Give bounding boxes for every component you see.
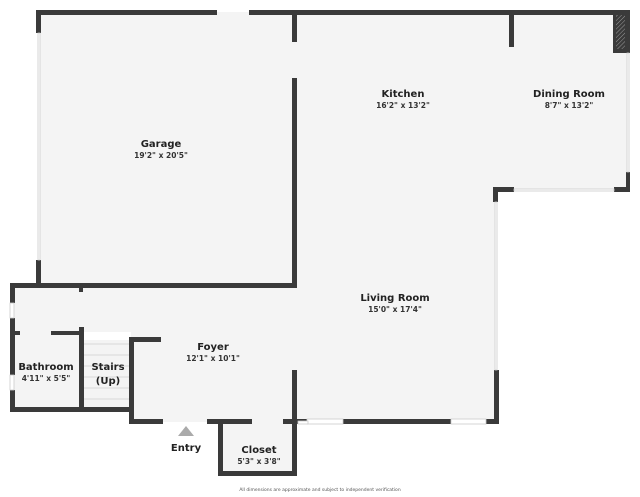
room-label-bathroom: Bathroom 4'11" x 5'5" <box>18 362 73 384</box>
room-name: Closet <box>241 445 277 456</box>
room-name: Stairs <box>91 362 125 373</box>
footer-disclaimer: All dimensions are approximate and subje… <box>239 488 401 493</box>
bathroom-floor <box>11 332 81 410</box>
living-floor <box>294 190 496 422</box>
stair-treads <box>83 343 129 400</box>
garage-floor <box>38 12 294 284</box>
room-dimensions: 12'1" x 10'1" <box>186 354 240 363</box>
entry-arrow-icon <box>178 426 194 436</box>
entry-label: Entry <box>170 443 202 454</box>
stairs-direction: (Up) <box>95 376 121 387</box>
windows <box>9 32 630 425</box>
room-label-foyer: Foyer 12'1" x 10'1" <box>186 342 240 364</box>
room-name: Living Room <box>360 293 430 304</box>
foyer-floor <box>131 332 296 422</box>
room-label-closet: Closet 5'3" x 3'8" <box>237 445 280 467</box>
room-name: Dining Room <box>533 89 605 100</box>
chimney-hatch <box>616 15 625 49</box>
room-label-kitchen: Kitchen 16'2" x 13'2" <box>376 89 430 111</box>
room-dimensions: 19'2" x 20'5" <box>134 151 188 160</box>
room-dimensions: 5'3" x 3'8" <box>237 457 281 466</box>
room-dimensions: 15'0" x 17'4" <box>368 305 422 314</box>
room-name: Bathroom <box>18 362 74 373</box>
room-dimensions: 8'7" x 13'2" <box>544 101 594 110</box>
room-dimensions: 16'2" x 13'2" <box>376 101 430 110</box>
hall-floor <box>11 284 296 332</box>
room-label-garage: Garage 19'2" x 20'5" <box>134 139 188 161</box>
kitchen-dining-floor <box>294 12 628 190</box>
room-name: Kitchen <box>381 89 425 100</box>
room-dimensions: 4'11" x 5'5" <box>21 374 71 383</box>
room-name: Garage <box>140 139 182 150</box>
room-label-dining-room: Dining Room 8'7" x 13'2" <box>533 89 605 111</box>
floor-areas <box>11 12 628 472</box>
stairs-floor <box>81 340 131 410</box>
room-name: Foyer <box>197 342 229 353</box>
closet-floor <box>219 422 296 472</box>
room-label-stairs: Stairs (Up) <box>91 362 124 388</box>
room-label-living-room: Living Room 15'0" x 17'4" <box>360 293 429 315</box>
